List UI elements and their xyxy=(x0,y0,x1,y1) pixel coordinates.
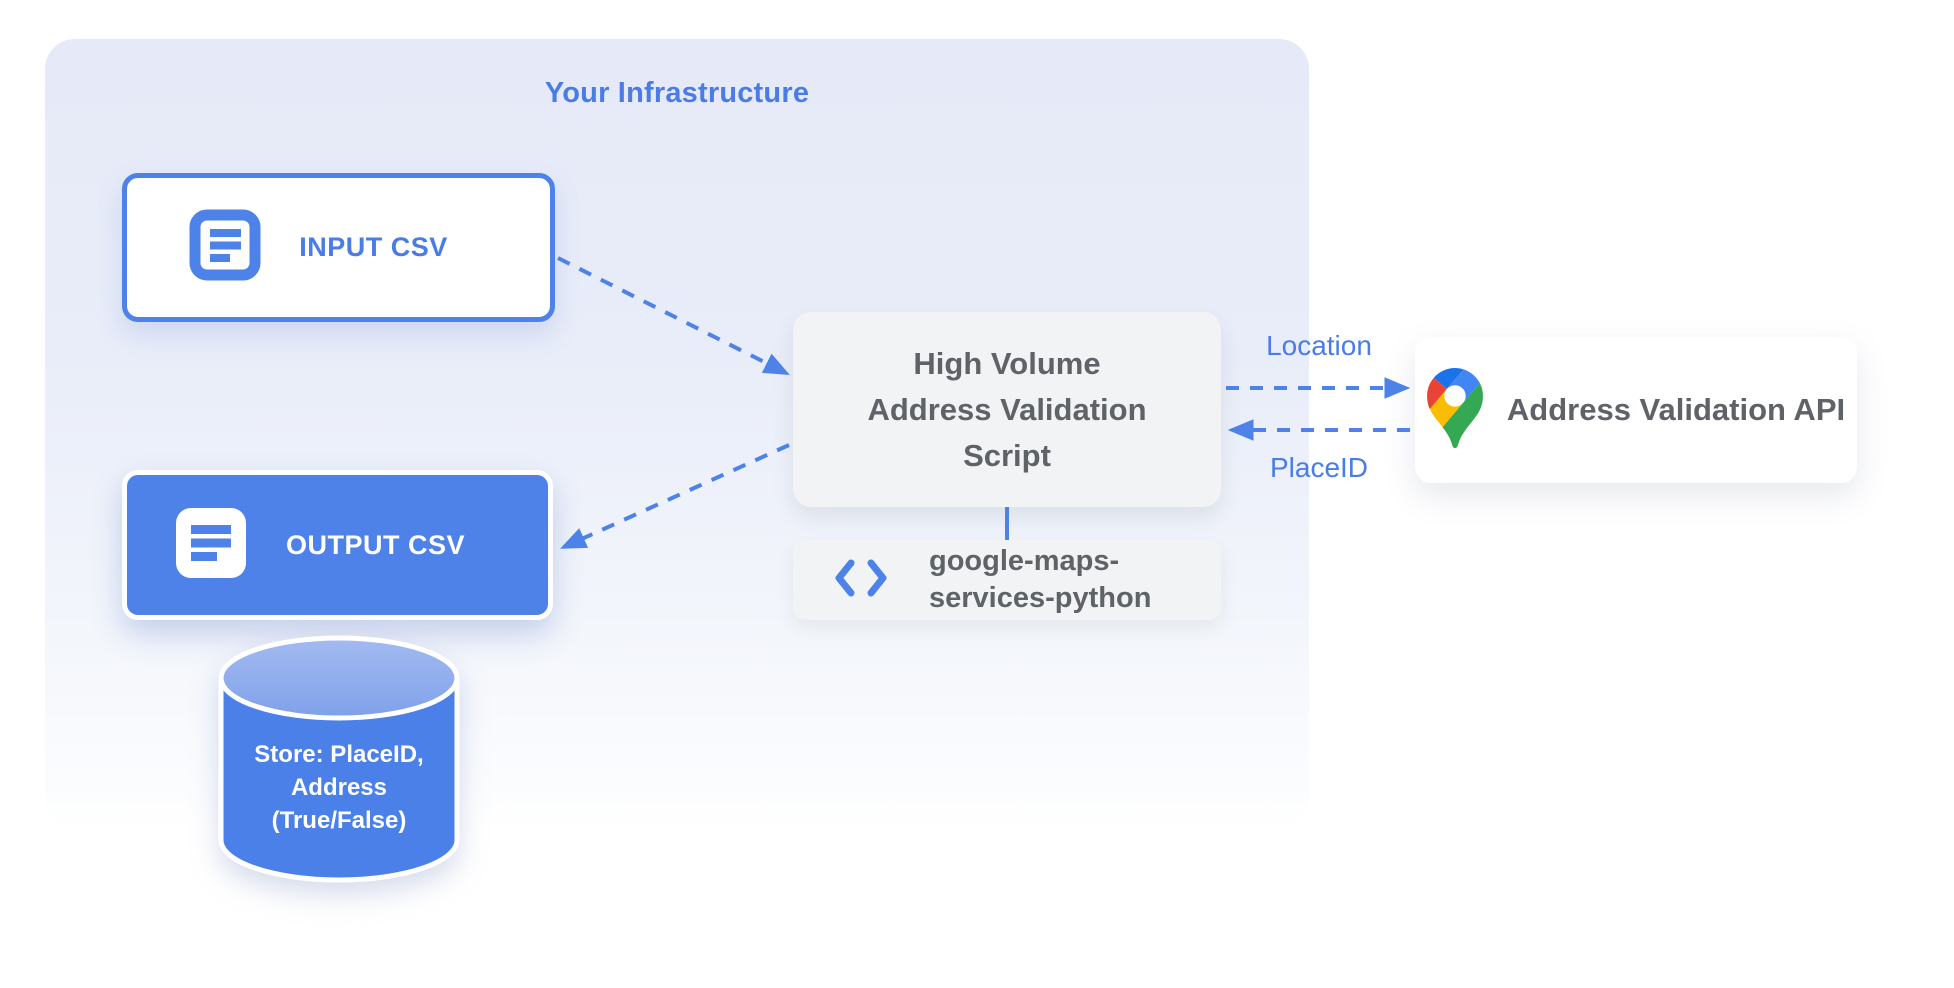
datastore-cylinder: Store: PlaceID, Address (True/False) xyxy=(214,630,464,898)
output-csv-node: OUTPUT CSV xyxy=(122,470,553,620)
database-cylinder-shape xyxy=(218,635,460,883)
document-icon xyxy=(189,209,261,286)
code-icon xyxy=(835,559,887,602)
input-csv-label: INPUT CSV xyxy=(299,232,448,262)
location-edge-label: Location xyxy=(1266,330,1372,361)
document-icon xyxy=(174,506,248,585)
library-node: google-maps- services-python xyxy=(793,540,1221,620)
container-title: Your Infrastructure xyxy=(544,77,810,109)
library-label: google-maps- services-python xyxy=(929,545,1152,614)
google-maps-pin-icon xyxy=(1426,367,1483,453)
output-csv-label: OUTPUT CSV xyxy=(285,529,465,560)
script-node: High Volume Address Validation Script xyxy=(793,312,1221,507)
api-node: Address Validation API xyxy=(1415,337,1857,483)
input-csv-node: INPUT CSV xyxy=(122,173,555,322)
api-label: Address Validation API xyxy=(1506,392,1846,427)
datastore-text: Store: PlaceID, Address (True/False) xyxy=(254,741,424,834)
placeid-edge-label: PlaceID xyxy=(1269,452,1369,483)
script-label: High Volume Address Validation Script xyxy=(867,345,1147,473)
